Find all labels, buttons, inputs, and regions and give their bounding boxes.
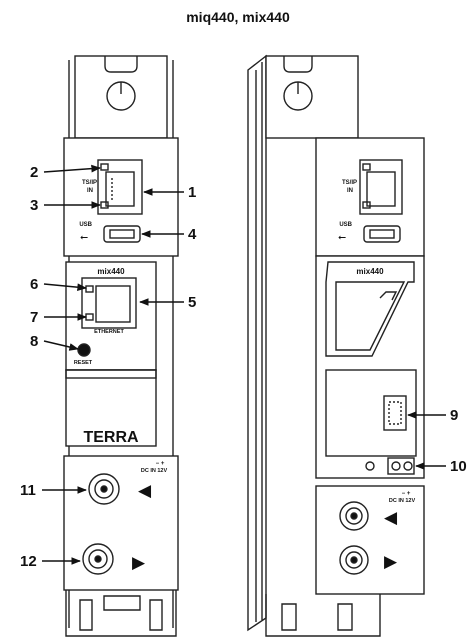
side-usb-icon: ⭠ [338,232,346,243]
callout-12: 12 [20,553,37,570]
side-bottom-clip [265,594,381,637]
front-brand-logo: TERRA [83,429,139,446]
side-usb-label: USB [339,222,352,228]
side-ts-ip-label: TS/IP [342,180,357,186]
front-keyhole [106,81,136,111]
front-arrow-out: ▶ [132,553,146,572]
side-dc-terminal [387,457,415,475]
front-ts-ip-label: TS/IP [82,180,97,186]
callout-6: 6 [30,276,38,293]
diagram-title: miq440, mix440 [186,9,290,25]
callout-lines [42,164,446,565]
front-usb-port [103,225,141,243]
front-upper-panel [63,137,179,257]
front-middle-cover [65,369,157,447]
front-view-device [63,55,179,637]
front-ts-ip-led-top [100,163,109,171]
callout-line-2 [43,164,101,173]
side-ts-ip-sublabel: IN [347,188,353,194]
callout-4: 4 [188,226,197,243]
callout-5: 5 [188,294,196,311]
front-arrow-in: ◀ [138,481,152,500]
callout-line-8 [43,340,79,351]
side-arrow-out: ▶ [384,552,398,571]
callout-10: 10 [450,458,467,475]
callout-11: 11 [20,482,36,499]
side-wall [247,54,267,632]
front-lower-panel [63,455,179,591]
side-arrow-in: ◀ [384,508,398,527]
front-mount-rail [74,55,168,139]
front-power-polarity: − + [156,461,165,467]
front-mount-top-notch [104,56,138,73]
side-module-label: mix440 [356,267,384,276]
side-lower-panel [315,485,425,595]
callout-7: 7 [30,309,38,326]
callout-2: 2 [30,164,38,181]
callout-line-6 [43,283,87,292]
front-bottom-clip [65,590,177,637]
side-keyhole [283,81,313,111]
front-ts-ip-sublabel: IN [87,188,93,194]
side-internal-connector [383,395,407,431]
front-module-label: mix440 [97,267,125,276]
callout-3: 3 [30,197,38,214]
callout-9: 9 [450,407,458,424]
front-f-connector-in [88,473,120,505]
side-open-lid [325,261,415,357]
front-usb-label: USB [79,222,92,228]
front-usb-icon: ⭠ [80,232,88,243]
front-ts-ip-led-bottom [100,201,109,209]
front-ts-ip-port [97,159,143,215]
front-f-connector-out [82,543,114,575]
side-view-device [247,54,425,637]
front-reset-label: RESET [74,360,93,366]
side-power-polarity: − + [402,491,411,497]
side-f-connector-out [339,545,369,575]
front-ethernet-label: ETHERNET [94,329,124,335]
front-ethernet-port [81,277,137,329]
callout-8: 8 [30,333,38,350]
front-power-label: DC IN 12V [141,468,168,474]
callout-1: 1 [188,184,196,201]
side-power-label: DC IN 12V [389,498,416,504]
side-ground-screw [365,461,375,471]
side-f-connector-in [339,501,369,531]
side-usb-port [363,225,401,243]
front-reset-button [77,343,91,357]
side-ts-ip-port [359,159,403,215]
